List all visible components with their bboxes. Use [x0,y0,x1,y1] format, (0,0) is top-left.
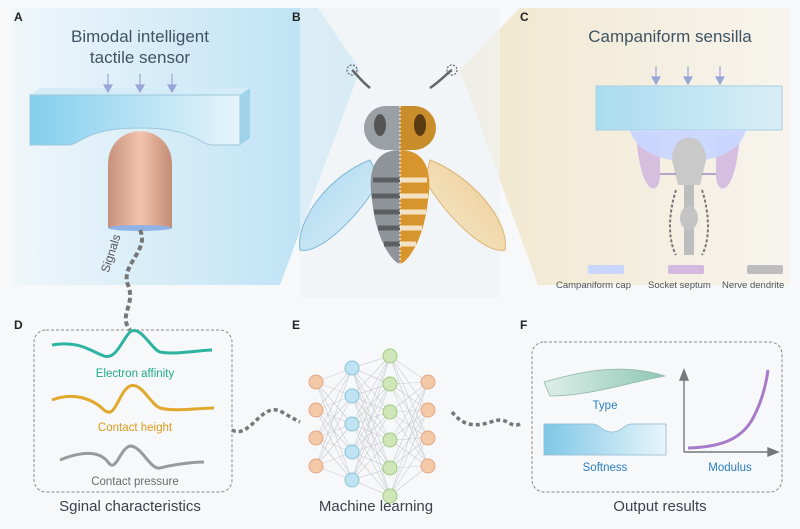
nn-link [351,439,391,481]
panel-a-backdrop [12,8,360,285]
nn-link [389,409,429,497]
finger-base [108,225,172,231]
nn-link [389,465,429,497]
signal-label-height: Contact height [97,422,173,434]
output-label-modulus: Modulus [708,462,752,474]
nn-node [420,458,436,474]
signal-label-pressure: Contact pressure [91,476,179,488]
nn-link [389,355,429,383]
signals-wire [123,229,144,332]
nn-link [351,355,391,453]
legend-swatch-septum [668,265,704,274]
press-arrows [102,74,178,94]
nn-node [344,444,360,460]
nn-link [351,355,391,425]
nn-link [389,381,429,413]
nn-link [315,395,353,467]
output-label-softness: Softness [582,462,628,474]
nn-link [315,423,353,467]
nn-link [389,381,429,441]
nn-node [308,402,324,418]
nn-node [420,374,436,390]
nn-node [382,488,398,504]
signal-curve-pressure [59,444,205,470]
nn-node [382,348,398,364]
caption-e: Machine learning [318,498,434,515]
signal-label-electron: Electron affinity [95,368,175,380]
caption-d: Sginal characteristics [59,498,201,515]
nn-link [389,437,429,497]
nn-node [344,472,360,488]
nn-link [389,381,429,469]
caption-f: Output results [613,498,707,515]
nn-node [344,416,360,432]
panel-c-backdrop [460,8,790,285]
panel-label-c: C [520,10,529,24]
nn-link [351,355,391,481]
legend-swatch-cap [588,265,624,274]
connector-e-f [450,410,521,427]
panel-label-d: D [14,318,23,332]
legend-label-cap: Campaniform cap [556,280,631,291]
signal-curve-height [51,384,215,414]
panel-c-title: Campaniform sensilla [588,27,752,46]
legend-swatch-dendrite [747,265,783,274]
nn-node [344,388,360,404]
nn-link [351,355,391,397]
nn-link [389,381,429,497]
nn-node [382,404,398,420]
sensilla-illustration [595,66,783,256]
legend-label-dendrite: Nerve dendrite [722,280,785,291]
nn-node [382,460,398,476]
nn-link [351,411,391,481]
panel-label-e: E [292,318,301,332]
panel-a-title: Bimodal intelligent tactile sensor [40,26,240,68]
panel-a-title-line1: Bimodal intelligent [71,27,209,46]
neural-nodes [308,348,436,504]
modulus-axes [678,368,780,458]
nn-link [315,367,353,411]
nn-node [308,430,324,446]
type-shape [543,368,666,397]
nn-link [315,367,353,467]
finger-shape [108,131,172,228]
legend-label-septum: Socket septum [648,280,711,291]
connector-d-e [231,408,301,434]
sensor-slab [29,88,250,146]
nn-node [382,432,398,448]
panel-label-b: B [292,10,301,24]
panel-a-title-line2: tactile sensor [89,48,191,67]
nn-node [308,374,324,390]
bee-illustration [299,64,506,264]
nn-node [420,430,436,446]
panel-label-a: A [14,10,23,24]
softness-slab [543,423,667,456]
nn-link [315,367,353,439]
nn-node [308,458,324,474]
nn-node [420,402,436,418]
nn-node [382,376,398,392]
output-label-type: Type [592,400,618,412]
neural-network [315,355,429,497]
nn-node [344,360,360,376]
panel-label-f: F [520,318,528,332]
signal-curve-electron [51,329,213,358]
panel-d-box [33,329,233,493]
panel-f-box [531,341,783,493]
modulus-curve [687,369,770,450]
nn-link [351,383,391,481]
